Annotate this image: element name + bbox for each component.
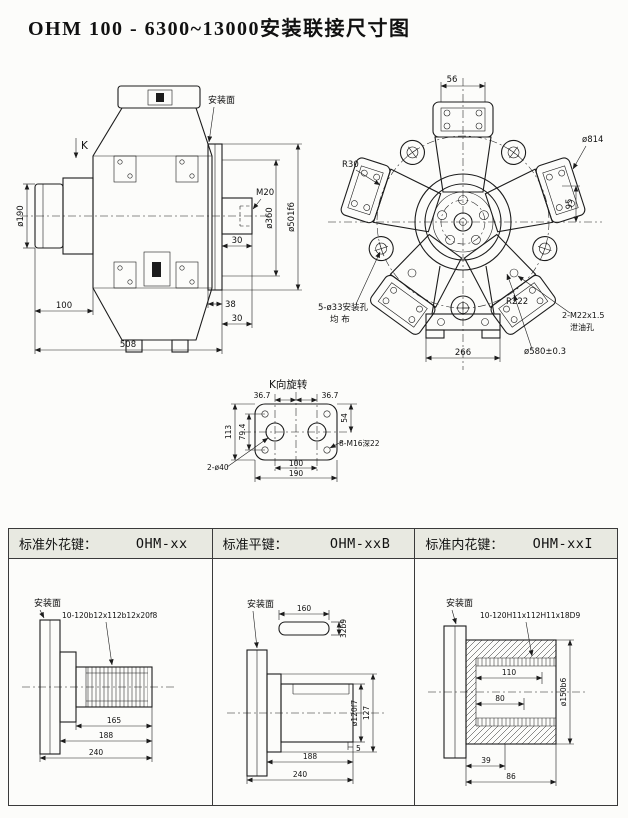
mounting-ear bbox=[496, 135, 531, 170]
side-view-dimensions: K 安装面 ø190 M20 ø360 ø501f6 30 100 bbox=[16, 94, 302, 354]
panel-type-label: 标准外花键： bbox=[19, 537, 98, 552]
dim-dia120: ø120f7 bbox=[350, 700, 359, 727]
dim-86: 86 bbox=[506, 772, 516, 781]
external-spline-drawing: 安装面 10-120b12x112b12x20f8 165 188 240 bbox=[22, 597, 177, 762]
cylinder-arm bbox=[455, 228, 559, 338]
dim-32b9: 32b9 bbox=[339, 619, 348, 638]
dim-80: 80 bbox=[495, 694, 505, 703]
key-shaft-dimensions: 安装面 160 32b9 ø120f7 bbox=[247, 598, 378, 784]
dim-39: 39 bbox=[481, 756, 491, 765]
dim-110: 110 bbox=[502, 668, 517, 677]
mounting-ear bbox=[365, 232, 397, 265]
dim-508: 508 bbox=[120, 340, 136, 350]
dim-dia814: ø814 bbox=[582, 135, 603, 145]
motor-side-geometry bbox=[20, 85, 268, 353]
dim-dia501: ø501f6 bbox=[287, 202, 297, 232]
dim-188: 188 bbox=[303, 752, 318, 761]
panel-type-label: 标准内花键： bbox=[425, 537, 504, 552]
cylinder-arm bbox=[367, 228, 471, 338]
dim-240: 240 bbox=[89, 748, 104, 757]
spline-spec-label: 10-120H11x112H11x18D9 bbox=[480, 611, 580, 620]
panel-header: 标准平键： OHM-xxB bbox=[212, 529, 415, 559]
spline-shaft-dimensions: 安装面 10-120b12x112b12x20f8 165 188 240 bbox=[34, 597, 158, 762]
panel-model-code: OHM-xxB bbox=[329, 535, 391, 552]
dim-36-7-right: 36.7 bbox=[322, 391, 339, 400]
dim-dia190: ø190 bbox=[16, 205, 26, 226]
dim-79-4: 79.4 bbox=[238, 423, 247, 440]
mounting-holes-label: 5-ø33安装孔 bbox=[318, 302, 368, 313]
dim-100: 100 bbox=[56, 301, 72, 311]
mounting-face-label: 安装面 bbox=[247, 598, 274, 610]
dim-r222: R222 bbox=[506, 297, 528, 307]
internal-spline-drawing: 安装面 10-120H11x112H11x18D9 110 80 ø150b6 bbox=[428, 597, 589, 786]
dim-dia360: ø360 bbox=[265, 207, 275, 228]
dim-54: 54 bbox=[340, 413, 349, 423]
valve-blocks bbox=[113, 155, 199, 289]
dim-188: 188 bbox=[99, 731, 114, 740]
panel-model-code: OHM-xxI bbox=[532, 535, 593, 552]
big-holes-label: 2-ø40 bbox=[207, 463, 229, 472]
dim-r30: R30 bbox=[342, 160, 359, 170]
internal-spline-dimensions: 安装面 10-120H11x112H11x18D9 110 80 ø150b6 bbox=[446, 597, 581, 786]
k-view-geometry bbox=[243, 392, 353, 474]
mounting-ear bbox=[529, 232, 561, 265]
dim-dia580: ø580±0.3 bbox=[524, 347, 566, 357]
k-rotation-view: K向旋转 36.7 36.7 113 79.4 bbox=[207, 378, 380, 482]
dim-95: 95 bbox=[565, 199, 575, 210]
dim-36-7-left: 36.7 bbox=[254, 391, 271, 400]
k-view-title: K向旋转 bbox=[269, 378, 308, 391]
motor-front-geometry bbox=[328, 78, 602, 370]
dim-127: 127 bbox=[362, 706, 371, 721]
dim-38: 38 bbox=[225, 300, 236, 310]
drain-port-label: 2-M22x1.5 bbox=[562, 311, 605, 320]
mounting-face-label: 安装面 bbox=[34, 597, 61, 609]
spline-spec-label: 10-120b12x112b12x20f8 bbox=[62, 611, 158, 620]
mounting-face-label: 安装面 bbox=[446, 597, 473, 609]
dim-113: 113 bbox=[224, 425, 233, 440]
dim-30-bottom: 30 bbox=[232, 314, 243, 324]
page-title: OHM 100 - 6300~13000安装联接尺寸图 bbox=[28, 18, 411, 40]
k-direction-label: K bbox=[81, 140, 89, 152]
panel-header: 标准外花键： OHM-xx bbox=[9, 529, 212, 559]
dim-dia150: ø150b6 bbox=[559, 678, 568, 707]
mounting-ear bbox=[450, 295, 476, 321]
dim-5: 5 bbox=[356, 744, 361, 753]
dim-165: 165 bbox=[107, 716, 122, 725]
dim-stub-30: 30 bbox=[232, 236, 243, 246]
panel-type-label: 标准平键： bbox=[222, 537, 288, 552]
dim-190: 190 bbox=[289, 469, 304, 478]
panel-model-code: OHM-xx bbox=[135, 535, 188, 552]
mounting-face-label: 安装面 bbox=[208, 94, 235, 106]
flat-key-drawing: 安装面 160 32b9 ø120f7 bbox=[227, 598, 386, 784]
dim-266: 266 bbox=[455, 348, 471, 358]
front-view-drawing: 56 ø814 R30 95 5-ø33安装孔 均 布 R222 2-M22x1… bbox=[318, 75, 605, 370]
bolt-holes-label: 8-M16深22 bbox=[339, 439, 380, 448]
dim-240: 240 bbox=[293, 770, 308, 779]
mounting-ear bbox=[395, 135, 430, 170]
dim-160: 160 bbox=[297, 604, 312, 613]
panel-header: 标准内花键： OHM-xxI bbox=[415, 529, 617, 559]
internal-spline-geometry bbox=[428, 625, 589, 759]
spline-shaft-geometry bbox=[22, 619, 177, 755]
evenly-spaced-label: 均 布 bbox=[330, 314, 350, 325]
k-view-dimensions: 36.7 36.7 113 79.4 54 8-M16深22 100 190 2… bbox=[207, 391, 380, 482]
panel-internal-spline: 标准内花键： OHM-xxI bbox=[414, 529, 617, 805]
side-view-drawing: K 安装面 ø190 M20 ø360 ø501f6 30 100 bbox=[16, 85, 302, 354]
drain-port-label2: 泄油孔 bbox=[570, 322, 594, 332]
dim-56: 56 bbox=[447, 75, 458, 85]
dim-m20: M20 bbox=[256, 188, 274, 198]
panel-external-spline: 标准外花键： OHM-xx bbox=[9, 529, 212, 805]
shaft-options-table: 标准外花键： OHM-xx bbox=[8, 528, 618, 806]
panel-flat-key: 标准平键： OHM-xxB bbox=[211, 529, 415, 805]
dim-100: 100 bbox=[289, 459, 304, 468]
front-view-dimensions: 56 ø814 R30 95 5-ø33安装孔 均 布 R222 2-M22x1… bbox=[318, 75, 605, 362]
